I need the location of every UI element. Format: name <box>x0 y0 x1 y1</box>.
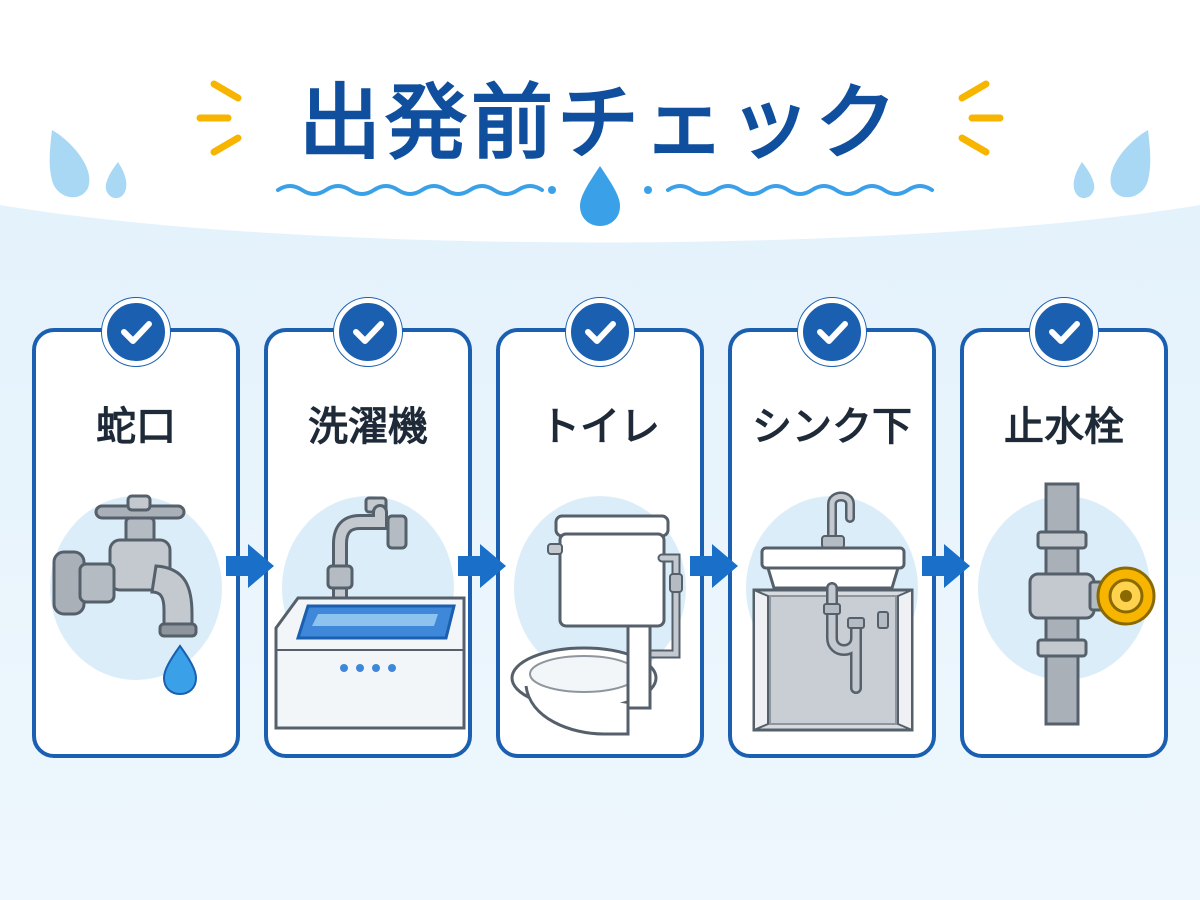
step-card-under-sink: シンク下 <box>728 298 936 758</box>
left-sparkle-icon <box>196 80 242 156</box>
page-title: 出発前チェック <box>298 76 901 171</box>
right-splash-icon <box>1073 130 1151 199</box>
left-splash-icon <box>49 130 127 199</box>
right-sparkle-icon <box>958 80 1004 156</box>
arrow-right-icon <box>458 544 506 588</box>
step-label: 蛇口 <box>96 404 176 450</box>
step-label: 止水栓 <box>1004 404 1124 450</box>
step-label: トイレ <box>540 404 660 450</box>
check-badge <box>1030 298 1098 366</box>
step-card-toilet: トイレ <box>496 298 704 758</box>
arrow-right-icon <box>690 544 738 588</box>
wave-underline <box>276 184 934 196</box>
washing-machine-icon <box>274 496 466 730</box>
toilet-icon <box>510 496 686 736</box>
next-arrow <box>454 538 510 594</box>
faucet-icon <box>50 494 222 696</box>
next-arrow <box>222 538 278 594</box>
check-icon <box>585 321 616 344</box>
water-drop-icon <box>580 166 620 226</box>
check-badge <box>102 298 170 366</box>
step-card-faucet: 蛇口 <box>32 298 240 758</box>
check-icon <box>121 321 152 344</box>
title-decoration <box>49 80 1151 226</box>
next-arrow <box>686 538 742 594</box>
arrow-right-icon <box>922 544 970 588</box>
next-arrow <box>918 538 974 594</box>
check-badge <box>566 298 634 366</box>
step-card-washing-machine: 洗濯機 <box>264 298 472 758</box>
step-label: 洗濯機 <box>308 404 428 450</box>
step-label: シンク下 <box>752 404 912 450</box>
check-icon <box>817 321 848 344</box>
stop-valve-icon <box>978 482 1156 726</box>
step-card-stop-valve: 止水栓 <box>960 298 1168 758</box>
under-sink-icon <box>746 491 918 732</box>
check-badge <box>334 298 402 366</box>
check-icon <box>353 321 384 344</box>
arrow-right-icon <box>226 544 274 588</box>
check-badge <box>798 298 866 366</box>
check-icon <box>1049 321 1080 344</box>
